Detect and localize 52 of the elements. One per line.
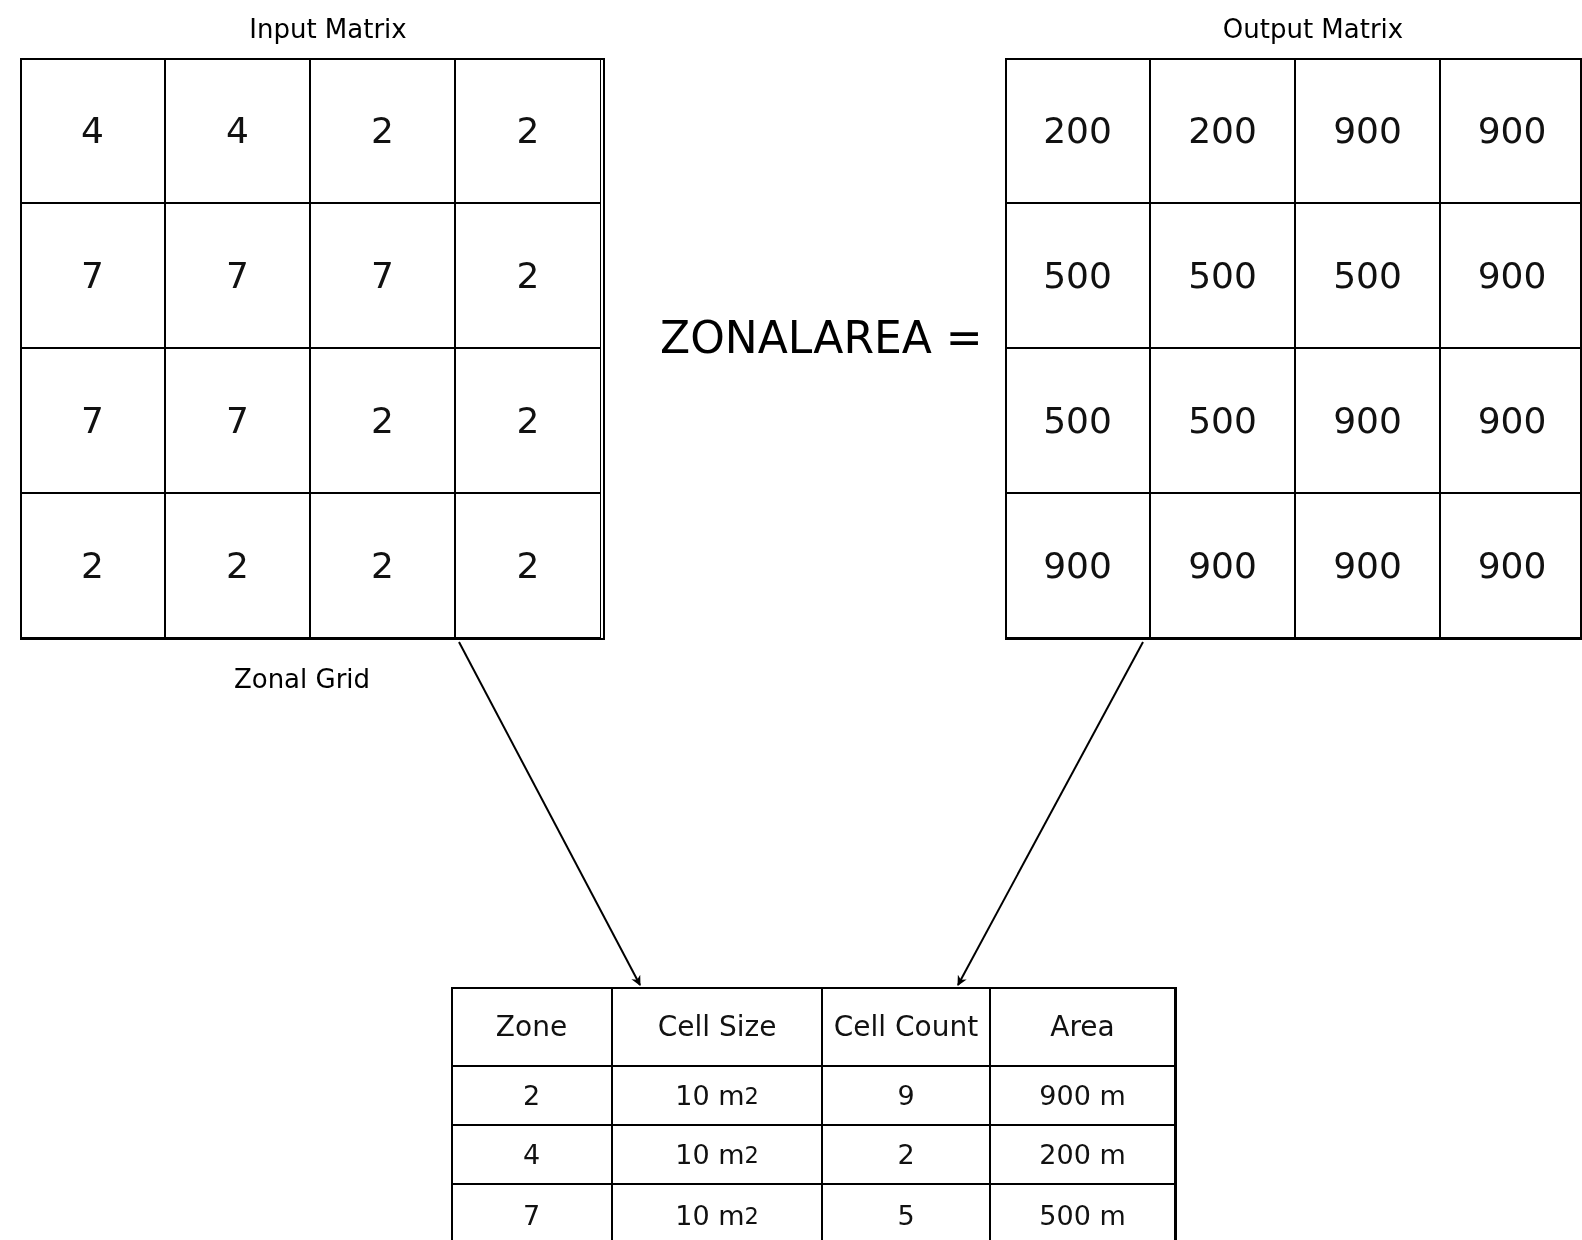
- matrix-cell: 500: [1150, 203, 1295, 348]
- grid-heading: Output Matrix: [1222, 14, 1404, 44]
- table-cell: 5: [822, 1184, 990, 1240]
- table-cell: Cell Size: [612, 987, 822, 1066]
- matrix-cell: 2: [455, 348, 601, 493]
- formula-text: ZONALAREA =: [660, 312, 983, 363]
- matrix-cell: 200: [1150, 58, 1295, 203]
- table-cell: 500 m: [990, 1184, 1175, 1240]
- matrix-cell: 4: [20, 58, 165, 203]
- matrix-cell: 2: [310, 348, 455, 493]
- arrow: [458, 641, 641, 986]
- table-cell: Area: [990, 987, 1175, 1066]
- matrix-cell: 7: [165, 348, 310, 493]
- matrix-cell: 500: [1005, 348, 1150, 493]
- area-table: [451, 987, 1177, 1240]
- matrix-cell: 2: [20, 493, 165, 638]
- matrix-cell: 500: [1150, 348, 1295, 493]
- matrix-cell: 900: [1440, 203, 1582, 348]
- matrix-cell: 900: [1440, 348, 1582, 493]
- matrix-cell: 2: [310, 58, 455, 203]
- matrix-cell: 500: [1295, 203, 1440, 348]
- table-cell: 4: [451, 1125, 612, 1184]
- matrix-cell: 900: [1440, 58, 1582, 203]
- table-cell: 900 m: [990, 1066, 1175, 1125]
- table-cell: 7: [451, 1184, 612, 1240]
- matrix-cell: 500: [1005, 203, 1150, 348]
- matrix-cell: 900: [1295, 58, 1440, 203]
- matrix-cell: 2: [455, 493, 601, 638]
- matrix-cell: 900: [1440, 493, 1582, 638]
- matrix-cell: 900: [1150, 493, 1295, 638]
- table-cell: 9: [822, 1066, 990, 1125]
- matrix-cell: 900: [1295, 348, 1440, 493]
- matrix-cell: 4: [165, 58, 310, 203]
- matrix-cell: 2: [310, 493, 455, 638]
- matrix-cell: 7: [310, 203, 455, 348]
- grid-caption: Zonal Grid: [233, 664, 371, 694]
- matrix-cell: 7: [20, 203, 165, 348]
- table-cell: 2: [822, 1125, 990, 1184]
- matrix-cell: 900: [1005, 493, 1150, 638]
- matrix-cell: 900: [1295, 493, 1440, 638]
- matrix-cell: 2: [455, 203, 601, 348]
- matrix-cell: 7: [165, 203, 310, 348]
- table-cell: 200 m: [990, 1125, 1175, 1184]
- table-cell: Zone: [451, 987, 612, 1066]
- table-cell: 2: [451, 1066, 612, 1125]
- table-cell: Cell Count: [822, 987, 990, 1066]
- matrix-cell: 200: [1005, 58, 1150, 203]
- matrix-cell: 2: [165, 493, 310, 638]
- grid-heading: Input Matrix: [249, 14, 407, 44]
- matrix-cell: 7: [20, 348, 165, 493]
- matrix-cell: 2: [455, 58, 601, 203]
- arrow: [957, 641, 1144, 986]
